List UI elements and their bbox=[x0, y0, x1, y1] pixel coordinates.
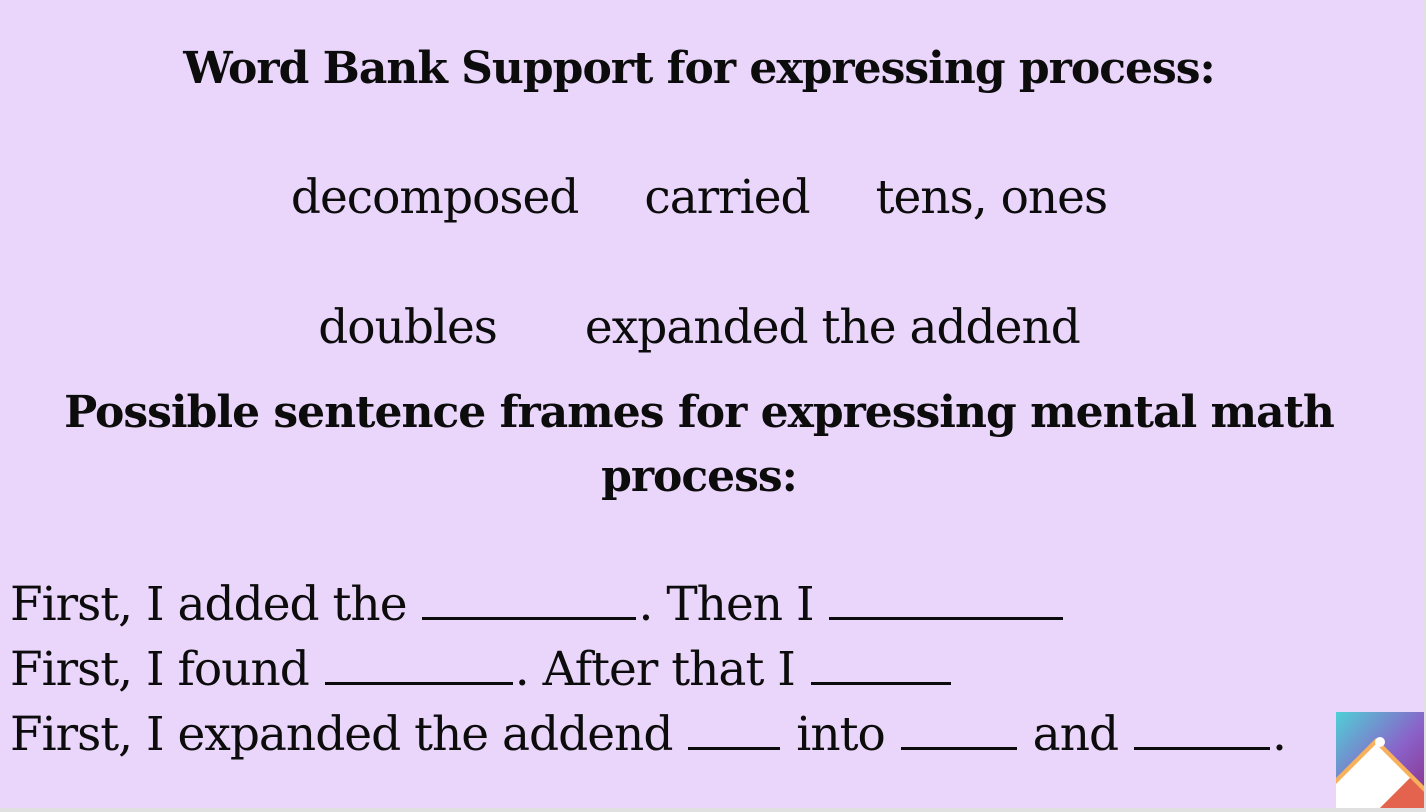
sentence-frames-heading: Possible sentence frames for expressing … bbox=[64, 387, 1335, 502]
slides-mountain-logo-icon bbox=[1336, 712, 1424, 808]
blank-line bbox=[1134, 707, 1270, 750]
word-bank-item-carried: carried bbox=[644, 170, 810, 225]
frame-3-text-a: First, I expanded the addend bbox=[10, 707, 687, 762]
frame-3-text-b: into bbox=[782, 707, 899, 762]
blank-line bbox=[810, 642, 951, 685]
slide-title: Word Bank Support for expressing process… bbox=[183, 43, 1216, 94]
word-bank-item-decomposed: decomposed bbox=[290, 170, 579, 225]
frame-1-text-b: . Then I bbox=[638, 577, 828, 632]
blank-line bbox=[324, 642, 513, 685]
word-bank-item-doubles: doubles bbox=[318, 300, 498, 355]
sentence-frames: First, I added the . Then I First, I fou… bbox=[10, 572, 1287, 767]
frame-1-text-a: First, I added the bbox=[10, 577, 421, 632]
sentence-frame-2: First, I found . After that I bbox=[10, 637, 1286, 702]
frame-3-text-c: and bbox=[1018, 707, 1132, 762]
blank-line bbox=[422, 577, 637, 620]
frame-2-text-b: . After that I bbox=[514, 642, 809, 697]
word-bank-row-2: doubles expanded the addend bbox=[0, 298, 1398, 358]
frame-2-text-a: First, I found bbox=[10, 642, 323, 697]
sentence-frame-1: First, I added the . Then I bbox=[10, 572, 1286, 637]
word-bank-item-expanded-addend: expanded the addend bbox=[584, 300, 1081, 355]
blank-line bbox=[900, 707, 1017, 750]
sentence-frame-3: First, I expanded the addend into and . bbox=[10, 702, 1287, 767]
blank-line bbox=[688, 707, 781, 750]
frame-3-text-d: . bbox=[1272, 707, 1287, 762]
blank-line bbox=[829, 577, 1064, 620]
word-bank-row-1: decomposed carried tens, ones bbox=[0, 168, 1398, 228]
word-bank-item-tens-ones: tens, ones bbox=[875, 170, 1108, 225]
